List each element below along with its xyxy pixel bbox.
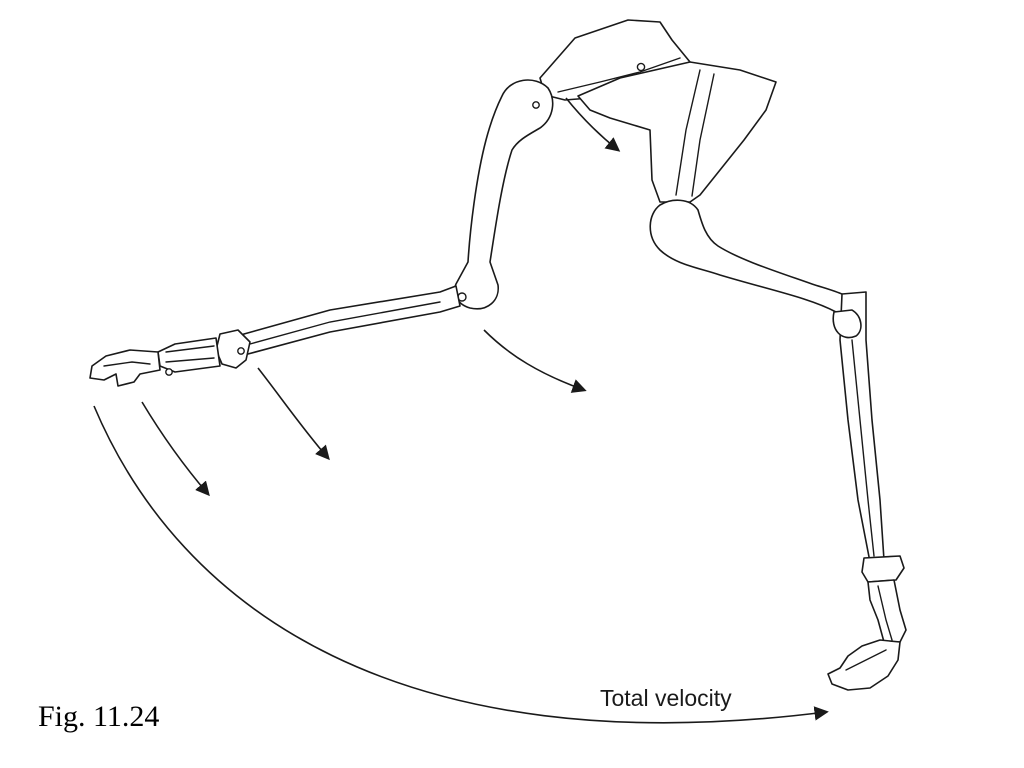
total-velocity-arrow: [93, 405, 829, 724]
knuckle-velocity-arrow: [141, 401, 210, 497]
scapula-pivot-joint: [636, 62, 646, 72]
extended-radius-ulna: [229, 285, 461, 355]
retracted-humerus: [649, 199, 862, 328]
shoulder-joint: [532, 101, 540, 109]
velocity-arrows: [93, 97, 829, 724]
figure-caption: Fig. 11.24: [38, 700, 160, 733]
retracted-elbow-cap: [832, 309, 862, 339]
extended-forearm-line: [249, 301, 441, 345]
retracted-metacarpals: [867, 579, 907, 643]
total-velocity-label: Total velocity: [600, 685, 732, 711]
retracted-paw-line: [845, 649, 887, 671]
retracted-forearm-line: [851, 339, 875, 557]
retracted-metacarpal-line: [877, 585, 893, 641]
retracted-paw: [827, 639, 901, 691]
wrist-joint: [237, 347, 245, 355]
retracted-scapula-ridge: [691, 73, 715, 197]
elbow-velocity-arrow: [483, 329, 587, 393]
extended-limb: [89, 19, 691, 387]
extended-metacarpal-line-b: [165, 357, 215, 363]
extended-scapula-spine: [557, 57, 681, 93]
extended-metacarpals: [157, 337, 221, 373]
extended-digits: [89, 349, 161, 387]
extended-humerus: [453, 79, 554, 310]
retracted-scapula: [577, 61, 777, 203]
extended-metacarpal-line-a: [165, 345, 215, 353]
extended-digit-line: [103, 361, 151, 367]
scapula-velocity-arrow: [565, 97, 621, 152]
wrist-velocity-arrow: [257, 367, 330, 461]
retracted-carpals: [861, 555, 905, 583]
retracted-limb: [577, 61, 907, 691]
knuckle-joint: [165, 368, 173, 376]
retracted-scapula-spine: [675, 69, 701, 196]
